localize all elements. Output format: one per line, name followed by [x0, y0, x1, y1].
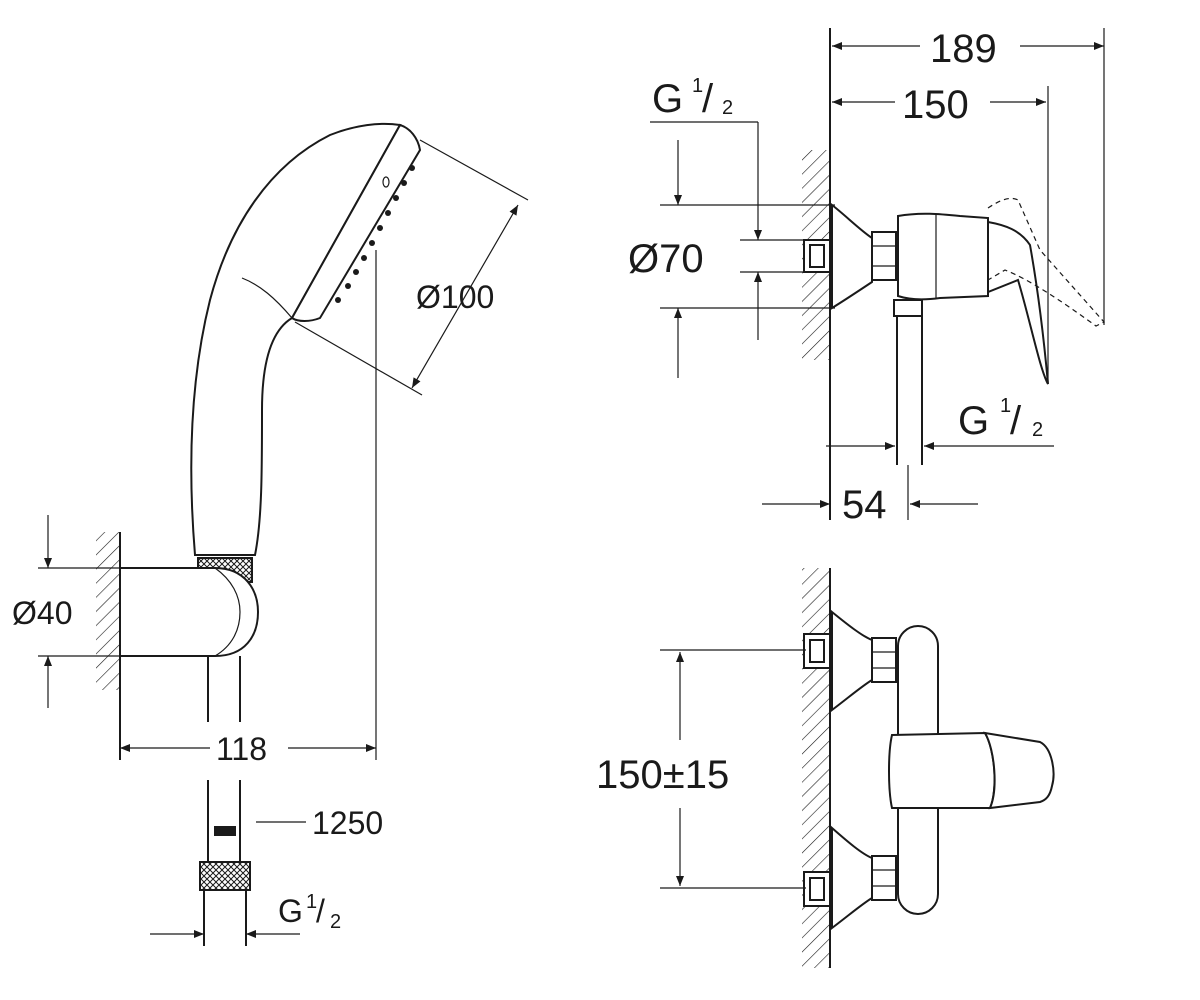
dim-54: 54 [762, 465, 978, 527]
label-g-bottom: G [278, 893, 303, 929]
label-189: 189 [930, 27, 997, 71]
svg-text:/: / [702, 77, 714, 121]
label-d70: Ø70 [628, 237, 704, 281]
label-d40: Ø40 [12, 595, 72, 631]
label-150-pm-15: 150±15 [596, 753, 729, 797]
label-g-right-num: 1 [1000, 395, 1011, 417]
dim-g-half-right: G 1 / 2 [826, 395, 1054, 450]
knob-front [983, 731, 1055, 810]
hex-nut-side [871, 231, 897, 281]
dim-150-pm-15: 150±15 [596, 649, 806, 889]
hose-nut [199, 861, 251, 891]
label-1250: 1250 [312, 805, 383, 841]
wall-hatch-left [96, 532, 121, 760]
label-d100: Ø100 [416, 279, 494, 315]
dim-diameter-70: Ø70 [628, 140, 835, 378]
hand-shower-handle [190, 122, 402, 556]
shower-head-face [290, 123, 422, 322]
mixer-front-view: 150±15 [596, 568, 1055, 968]
lower-connection [803, 825, 897, 931]
dim-g-half-bottom: G 1 / 2 [150, 891, 341, 938]
label-g-top-den: 2 [722, 97, 733, 119]
dim-118: 118 [120, 731, 376, 767]
cartridge-front [888, 731, 996, 809]
svg-text:/: / [1010, 399, 1022, 443]
label-g-bottom-den: 2 [330, 911, 341, 933]
dim-g-half-top: G 1 / 2 [650, 75, 830, 340]
shower-nozzles [335, 165, 415, 303]
label-g-right-den: 2 [1032, 419, 1043, 441]
dim-diameter-100: Ø100 [294, 139, 529, 396]
label-g-bottom-num: 1 [306, 891, 317, 913]
dim-1250: 1250 [256, 805, 383, 841]
mixer-side-view: 189 150 G 1 / 2 Ø70 [628, 27, 1105, 527]
label-54: 54 [842, 483, 887, 527]
lever-side [987, 220, 1049, 385]
wall-holder [119, 567, 260, 657]
label-g-top: G [652, 77, 683, 121]
hose-upper [207, 656, 241, 722]
label-150-top: 150 [902, 83, 969, 127]
dim-150-top: 150 [832, 83, 1049, 384]
label-g-top-num: 1 [692, 75, 703, 97]
label-118: 118 [216, 731, 267, 767]
mixer-body-side [897, 212, 989, 301]
hose-lower [199, 780, 251, 946]
rosette-side [831, 202, 873, 310]
dim-diameter-40: Ø40 [12, 515, 215, 708]
svg-text:/: / [316, 893, 325, 929]
dim-189: 189 [832, 27, 1105, 325]
upper-connection [803, 609, 897, 713]
hand-shower-view: Ø100 Ø40 118 125 [12, 122, 529, 946]
label-g-right: G [958, 399, 989, 443]
